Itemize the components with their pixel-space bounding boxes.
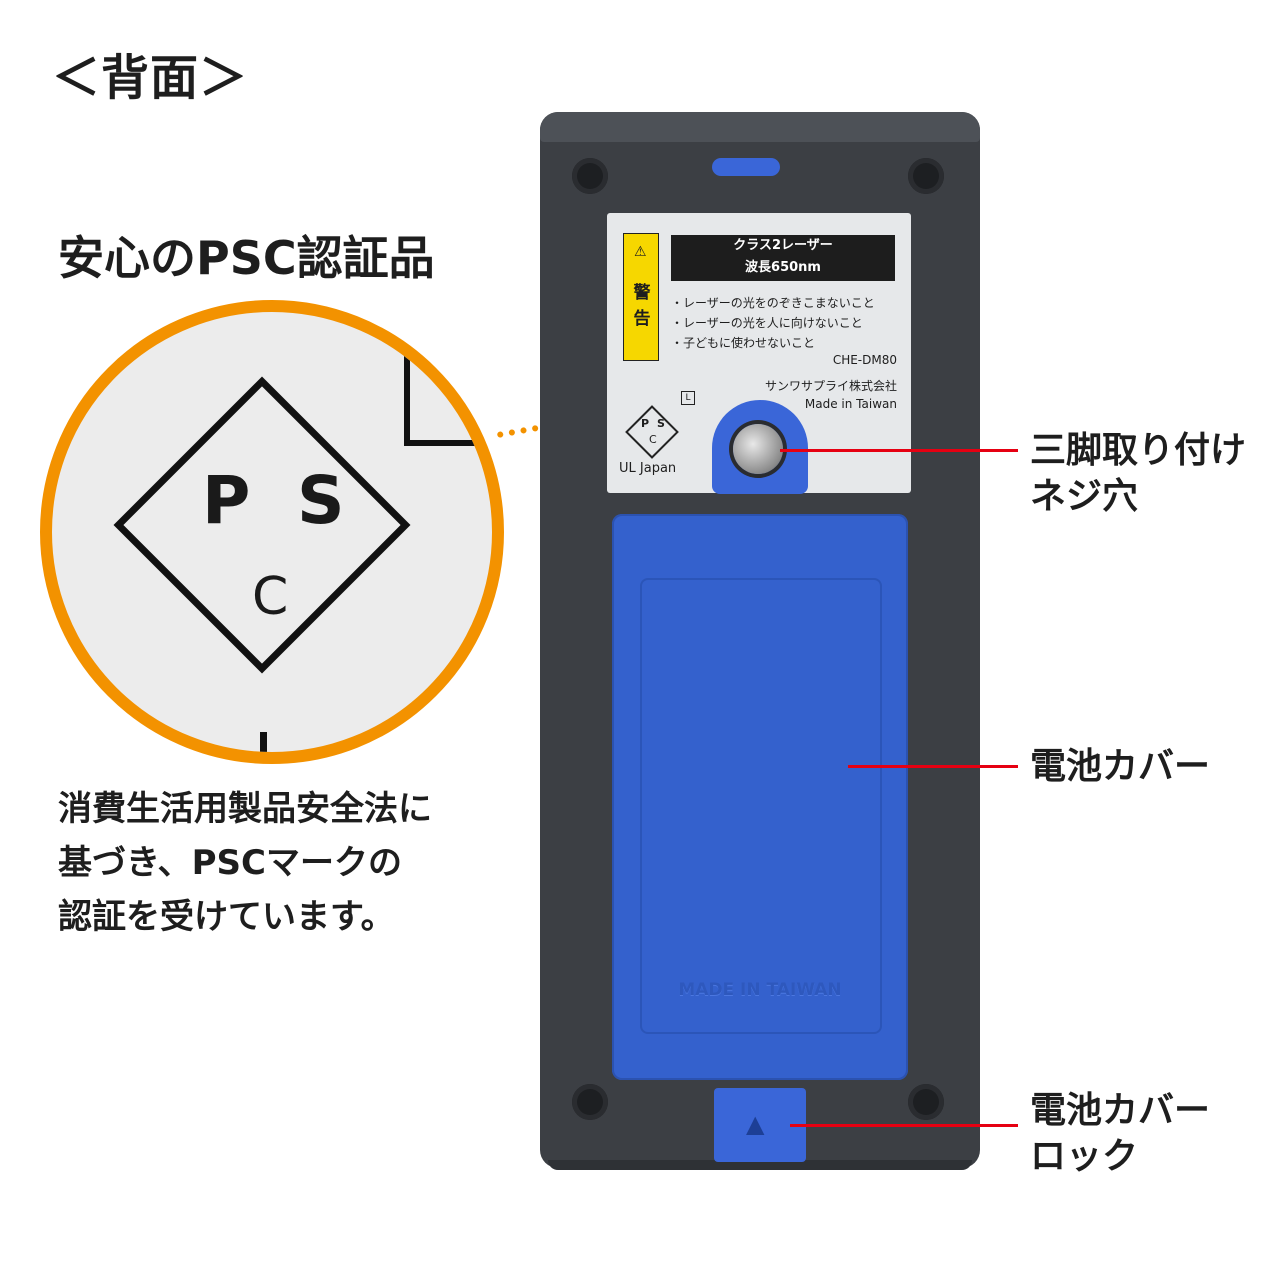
top-button [712, 158, 780, 176]
maker-info: サンワサプライ株式会社 Made in Taiwan [765, 377, 897, 413]
callout-battery-lock: 電池カバー ロック [1030, 1088, 1210, 1180]
zoom-label-fragment [404, 354, 492, 446]
psc-mini-diamond [625, 405, 679, 459]
warning-label: ⚠ 警告 クラス2レーザー 波長650nm ・レーザーの光をのぞきこまないこと … [607, 213, 911, 493]
zoom-label-fragment-bottom [260, 732, 267, 752]
callout-line: ロック [1030, 1136, 1139, 1177]
ul-japan-text: UL Japan [619, 461, 677, 476]
screw-icon [908, 158, 944, 194]
feature-description: 消費生活用製品安全法に 基づき、PSCマークの 認証を受けています。 [58, 782, 528, 944]
battery-cover-inset [640, 578, 882, 1034]
cover-emboss-text: MADE IN TAIWAN [678, 980, 842, 1000]
device-bottom-edge [548, 1160, 972, 1170]
model-number: CHE-DM80 [832, 353, 897, 367]
warning-word: 警告 [633, 283, 651, 329]
tripod-screw-hole [733, 424, 783, 474]
callout-line-battery-cover [848, 765, 1018, 768]
callout-line: 電池カバー [1030, 1090, 1211, 1131]
callout-line: 電池カバー [1030, 746, 1211, 787]
warning-rule: ・子どもに使わせないこと [671, 336, 816, 350]
screw-icon [572, 158, 608, 194]
feature-title: 安心のPSC認証品 [58, 231, 435, 285]
callout-tripod: 三脚取り付け ネジ穴 [1030, 428, 1246, 520]
callout-line-tripod [780, 449, 1018, 452]
psc-l-box: L [681, 391, 695, 405]
warning-strip: ⚠ 警告 [623, 233, 659, 361]
callout-line: ネジ穴 [1030, 476, 1139, 517]
warning-triangle-icon: ⚠ [634, 244, 647, 260]
battery-cover [612, 514, 908, 1080]
zoom-letter-p: P [202, 462, 251, 539]
warning-rules: ・レーザーの光をのぞきこまないこと ・レーザーの光を人に向けないこと ・子どもに… [671, 293, 875, 353]
triangle-up-icon: ▲ [746, 1110, 765, 1138]
device-top-edge [540, 112, 980, 142]
laser-class-line: 波長650nm [745, 260, 821, 275]
screw-icon [572, 1084, 608, 1120]
description-line: 認証を受けています。 [58, 897, 395, 937]
screw-icon [908, 1084, 944, 1120]
zoom-letter-c: C [252, 567, 289, 627]
mini-letter-s: S [657, 417, 665, 430]
description-line: 基づき、PSCマークの [58, 843, 402, 883]
warning-rule: ・レーザーの光を人に向けないこと [671, 316, 863, 330]
page-heading: ＜背面＞ [52, 50, 249, 106]
laser-class-box: クラス2レーザー 波長650nm [671, 235, 895, 281]
callout-line-battery-lock [790, 1124, 1018, 1127]
callout-battery-cover: 電池カバー [1030, 744, 1210, 790]
psc-zoom-circle: P S C [40, 300, 504, 764]
psc-diamond-mark [113, 376, 411, 674]
laser-class-line: クラス2レーザー [733, 238, 833, 253]
mini-letter-p: P [641, 417, 650, 430]
description-line: 消費生活用製品安全法に [58, 789, 432, 829]
mini-letter-c: C [649, 433, 657, 446]
warning-rule: ・レーザーの光をのぞきこまないこと [671, 296, 875, 310]
origin-text: Made in Taiwan [804, 397, 897, 411]
maker-name: サンワサプライ株式会社 [764, 379, 897, 393]
zoom-letter-s: S [297, 462, 345, 539]
callout-line: 三脚取り付け [1030, 430, 1247, 471]
